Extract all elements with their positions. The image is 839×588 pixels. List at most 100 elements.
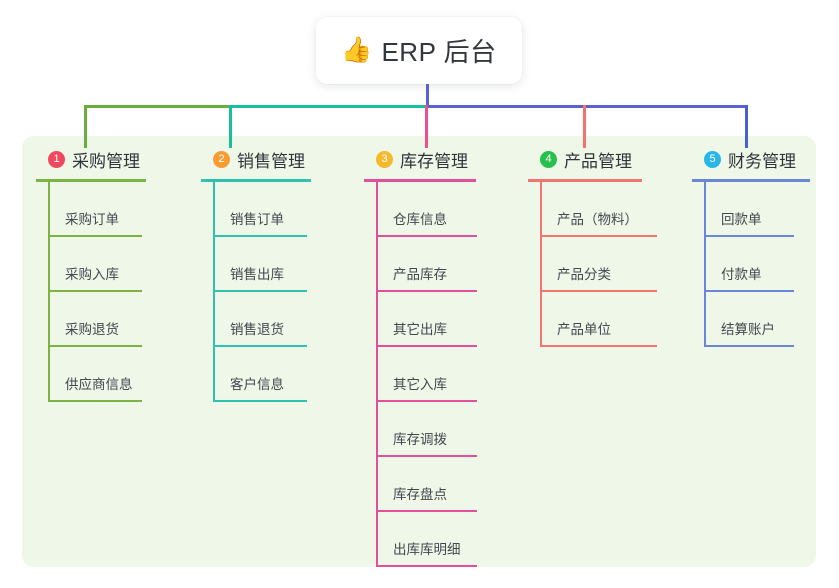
leaf-item[interactable]: 付款单 [692, 237, 810, 292]
leaf-item[interactable]: 库存调拨 [364, 402, 477, 457]
leaf-item-underline [48, 235, 142, 237]
branch-column-4: 4 产品管理产品（物料） 产品分类产品单位 [528, 146, 657, 347]
leaf-item[interactable]: 产品分类 [528, 237, 657, 292]
leaf-spine-2 [213, 182, 215, 402]
branch-underline-5 [692, 179, 810, 182]
leaf-list-3: 仓库信息产品库存其它出库其它入库库存调拨库存盘点出库库明细 [364, 182, 477, 567]
branches-panel [22, 136, 816, 567]
leaf-item-underline [540, 235, 657, 237]
connector-bus-mid [229, 105, 426, 108]
leaf-list-4: 产品（物料） 产品分类产品单位 [528, 182, 657, 347]
leaf-item-label: 采购退货 [65, 322, 119, 337]
leaf-list-1: 采购订单采购入库采购退货供应商信息 [36, 182, 146, 402]
leaf-list-5: 回款单付款单结算账户 [692, 182, 810, 347]
leaf-item[interactable]: 其它出库 [364, 292, 477, 347]
branch-underline-3 [364, 179, 476, 182]
leaf-item[interactable]: 采购入库 [36, 237, 146, 292]
leaf-item-label: 回款单 [721, 212, 762, 227]
branch-title-1: 采购管理 [72, 151, 140, 171]
leaf-item-label: 销售退货 [230, 322, 284, 337]
leaf-item-label: 结算账户 [721, 322, 775, 337]
branch-title-3: 库存管理 [400, 151, 468, 171]
connector-bus-right [425, 105, 747, 108]
leaf-item-underline [213, 235, 307, 237]
branch-underline-4 [528, 179, 642, 182]
leaf-item-underline [376, 400, 477, 402]
leaf-item[interactable]: 回款单 [692, 182, 810, 237]
root-node-title: ERP 后台 [381, 37, 497, 67]
leaf-item-label: 其它入库 [393, 377, 447, 392]
leaf-item-underline [376, 510, 477, 512]
branch-badge-3: 3 [376, 150, 393, 168]
leaf-item[interactable]: 销售订单 [201, 182, 311, 237]
leaf-item-underline [704, 290, 794, 292]
branch-title-2: 销售管理 [237, 151, 305, 171]
leaf-item-label: 销售订单 [230, 212, 284, 227]
leaf-item[interactable]: 产品单位 [528, 292, 657, 347]
leaf-item-underline [704, 345, 794, 347]
leaf-item-underline [704, 235, 794, 237]
leaf-item-label: 客户信息 [230, 377, 284, 392]
leaf-item-label: 付款单 [721, 267, 762, 282]
leaf-item[interactable]: 仓库信息 [364, 182, 477, 237]
leaf-item-label: 产品库存 [393, 267, 447, 282]
leaf-item[interactable]: 结算账户 [692, 292, 810, 347]
leaf-item-label: 采购订单 [65, 212, 119, 227]
leaf-item[interactable]: 产品库存 [364, 237, 477, 292]
leaf-item[interactable]: 采购退货 [36, 292, 146, 347]
leaf-item-underline [213, 400, 307, 402]
leaf-item-label: 仓库信息 [393, 212, 447, 227]
branch-title-4: 产品管理 [564, 151, 632, 171]
leaf-item-label: 其它出库 [393, 322, 447, 337]
connector-root-stem [426, 84, 429, 107]
connector-stub-3 [425, 105, 428, 148]
leaf-item[interactable]: 出库库明细 [364, 512, 477, 567]
leaf-item-underline [540, 345, 657, 347]
root-node[interactable]: 👍 ERP 后台 [316, 17, 522, 84]
leaf-item-underline [376, 455, 477, 457]
leaf-item[interactable]: 客户信息 [201, 347, 311, 402]
leaf-item-label: 产品（物料） [557, 212, 638, 227]
leaf-item[interactable]: 产品（物料） [528, 182, 657, 237]
leaf-item[interactable]: 供应商信息 [36, 347, 146, 402]
leaf-item[interactable]: 库存盘点 [364, 457, 477, 512]
leaf-item-label: 出库库明细 [393, 542, 461, 557]
leaf-item[interactable]: 销售出库 [201, 237, 311, 292]
leaf-item[interactable]: 销售退货 [201, 292, 311, 347]
leaf-spine-5 [704, 182, 706, 347]
leaf-list-2: 销售订单销售出库销售退货客户信息 [201, 182, 311, 402]
branch-column-3: 3 库存管理仓库信息产品库存其它出库其它入库库存调拨库存盘点出库库明细 [364, 146, 477, 567]
connector-stub-2 [229, 105, 232, 148]
leaf-item-underline [540, 290, 657, 292]
branch-header-3[interactable]: 3 库存管理 [364, 146, 476, 172]
leaf-spine-4 [540, 182, 542, 347]
connector-stub-5 [745, 105, 748, 148]
leaf-item-label: 库存调拨 [393, 432, 447, 447]
branch-underline-2 [201, 179, 311, 182]
leaf-item[interactable]: 采购订单 [36, 182, 146, 237]
leaf-item-underline [376, 345, 477, 347]
leaf-spine-3 [376, 182, 378, 567]
branch-badge-4: 4 [540, 150, 557, 168]
leaf-item-underline [213, 345, 307, 347]
leaf-item-underline [376, 235, 477, 237]
leaf-item-underline [48, 290, 142, 292]
leaf-spine-1 [48, 182, 50, 402]
leaf-item[interactable]: 其它入库 [364, 347, 477, 402]
leaf-item-underline [213, 290, 307, 292]
leaf-item-underline [376, 290, 477, 292]
leaf-item-underline [48, 345, 142, 347]
leaf-item-underline [48, 400, 142, 402]
leaf-item-label: 产品分类 [557, 267, 611, 282]
leaf-item-label: 销售出库 [230, 267, 284, 282]
leaf-item-label: 采购入库 [65, 267, 119, 282]
leaf-item-label: 供应商信息 [65, 377, 133, 392]
connector-bus-left [84, 105, 230, 108]
branch-header-4[interactable]: 4 产品管理 [528, 146, 642, 172]
